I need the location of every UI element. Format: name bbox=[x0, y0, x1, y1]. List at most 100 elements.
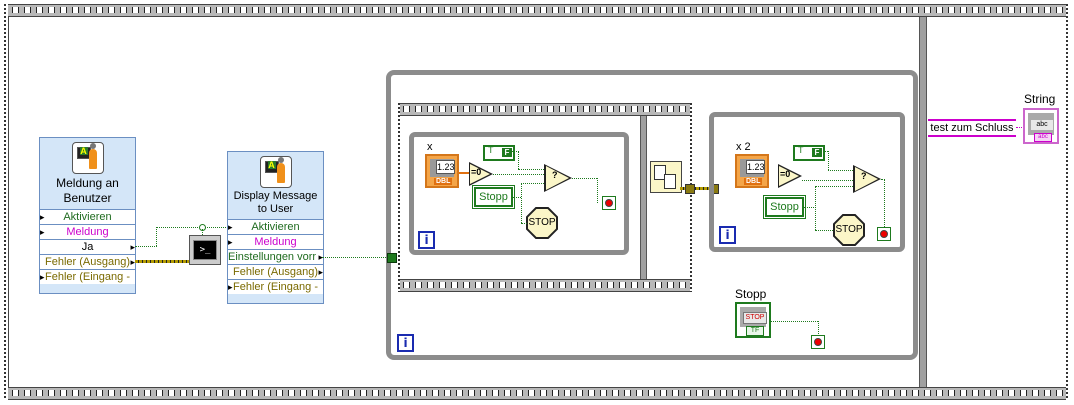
sequence-frame-right-edge bbox=[1066, 4, 1068, 399]
sequence-frame-bottom-border bbox=[8, 387, 1066, 400]
stop-button-terminal[interactable]: Stopp bbox=[472, 185, 515, 209]
stop-sign-icon: STOP bbox=[526, 207, 558, 239]
outer-loop-condition-terminal[interactable] bbox=[811, 335, 825, 349]
terminal-ja[interactable]: Ja bbox=[40, 239, 135, 254]
stop-control-type: TF bbox=[746, 326, 764, 336]
terminal-einstellungen[interactable]: Einstellungen vorr bbox=[228, 249, 323, 264]
string-indicator-text: abc bbox=[1031, 120, 1053, 130]
inner-sequence-top-border bbox=[399, 103, 691, 116]
wire-ja-boolean[interactable] bbox=[156, 227, 226, 228]
select-node[interactable]: ? bbox=[544, 164, 572, 192]
wire-junction-down bbox=[202, 229, 203, 237]
loop2-iteration-terminal: i bbox=[719, 226, 736, 244]
control-label-x: x bbox=[427, 141, 433, 153]
wire-settings[interactable] bbox=[322, 257, 388, 258]
command-prompt-icon: >_ bbox=[193, 240, 217, 260]
control-label-x2: x 2 bbox=[736, 141, 751, 153]
equal-zero-node[interactable]: =0 bbox=[778, 164, 802, 188]
sequence-frame-left-line bbox=[8, 17, 9, 387]
wire bbox=[828, 170, 853, 171]
inner-sequence-divider bbox=[640, 116, 647, 279]
display-message-icon bbox=[71, 142, 104, 174]
wire bbox=[521, 183, 544, 184]
wire bbox=[511, 151, 519, 152]
loop1-iteration-terminal: i bbox=[418, 231, 435, 249]
equal-zero-node[interactable]: =0 bbox=[469, 162, 493, 186]
while-loop-1[interactable] bbox=[409, 132, 629, 255]
wire bbox=[815, 186, 816, 230]
terminal-fehler-ausgang[interactable]: Fehler (Ausgang) bbox=[228, 264, 323, 279]
stop-sign-icon: STOP bbox=[833, 214, 865, 246]
stop-control-label: Stopp bbox=[735, 287, 767, 301]
wire bbox=[572, 178, 597, 179]
wire bbox=[518, 151, 519, 169]
wire bbox=[804, 207, 814, 208]
terminal-fehler-eingang[interactable]: Fehler (Eingang - bbox=[228, 279, 323, 294]
sequence-frame-left-edge bbox=[4, 4, 6, 399]
sequence-frame-top-border bbox=[8, 4, 1066, 17]
string-constant[interactable]: test zum Schluss bbox=[928, 119, 1016, 137]
wire bbox=[771, 321, 818, 322]
display-message-icon bbox=[259, 156, 292, 188]
outer-loop-iteration-terminal: i bbox=[397, 334, 414, 352]
stop-control-text: STOP bbox=[743, 312, 767, 324]
wire-ja-boolean[interactable] bbox=[135, 246, 157, 247]
string-indicator-label: String bbox=[1024, 92, 1056, 106]
sequence-frame-divider bbox=[919, 17, 927, 387]
wire bbox=[828, 151, 829, 170]
string-indicator-type: abc bbox=[1034, 133, 1052, 142]
terminal-fehler-eingang[interactable]: Fehler (Eingang - bbox=[40, 269, 135, 284]
wire-numeric bbox=[459, 172, 469, 174]
terminal-aktivieren[interactable]: Aktivieren bbox=[228, 219, 323, 234]
inner-sequence-bottom-border bbox=[399, 279, 691, 292]
inner-sequence-left-edge bbox=[398, 103, 400, 292]
wire bbox=[815, 186, 853, 187]
sequence-tunnel bbox=[685, 184, 695, 194]
loop-condition-terminal[interactable] bbox=[602, 196, 616, 210]
stop-button-terminal[interactable]: Stopp bbox=[763, 195, 806, 219]
terminal-fehler-ausgang[interactable]: Fehler (Ausgang) bbox=[40, 254, 135, 269]
wire bbox=[802, 180, 853, 181]
terminal-aktivieren[interactable]: Aktivieren bbox=[40, 209, 135, 224]
wire bbox=[597, 178, 598, 203]
wire-string bbox=[1016, 127, 1024, 128]
numeric-type: DBL bbox=[744, 178, 763, 185]
numeric-type: DBL bbox=[434, 178, 453, 185]
terminal-meldung[interactable]: Meldung bbox=[40, 224, 135, 239]
wire bbox=[884, 179, 885, 227]
document-icon bbox=[654, 165, 666, 180]
string-indicator[interactable]: abc abc bbox=[1023, 108, 1059, 144]
stop-control-terminal[interactable]: STOP TF bbox=[735, 302, 771, 338]
loop-tunnel bbox=[387, 253, 397, 263]
wire bbox=[521, 223, 527, 224]
wire bbox=[815, 230, 833, 231]
wire bbox=[881, 179, 885, 180]
loop-condition-terminal[interactable] bbox=[877, 227, 891, 241]
wire-error-cluster[interactable] bbox=[680, 187, 712, 190]
select-node[interactable]: ? bbox=[853, 165, 881, 193]
outer-while-loop[interactable] bbox=[386, 70, 918, 360]
file-copy-node[interactable] bbox=[650, 161, 682, 193]
wire-error-cluster[interactable] bbox=[135, 260, 191, 263]
numeric-value: 1.23 bbox=[746, 160, 765, 174]
wire bbox=[518, 169, 544, 170]
while-loop-2[interactable] bbox=[709, 112, 905, 252]
command-prompt-node[interactable]: >_ bbox=[189, 235, 221, 265]
terminal-meldung[interactable]: Meldung bbox=[228, 234, 323, 249]
wire bbox=[818, 321, 819, 334]
wire bbox=[521, 183, 522, 223]
wire bbox=[820, 151, 828, 152]
document-icon bbox=[664, 174, 676, 189]
wire bbox=[493, 174, 544, 175]
numeric-value: 1.23 bbox=[436, 160, 455, 174]
wire-ja-boolean[interactable] bbox=[156, 227, 157, 246]
wire bbox=[513, 197, 521, 198]
